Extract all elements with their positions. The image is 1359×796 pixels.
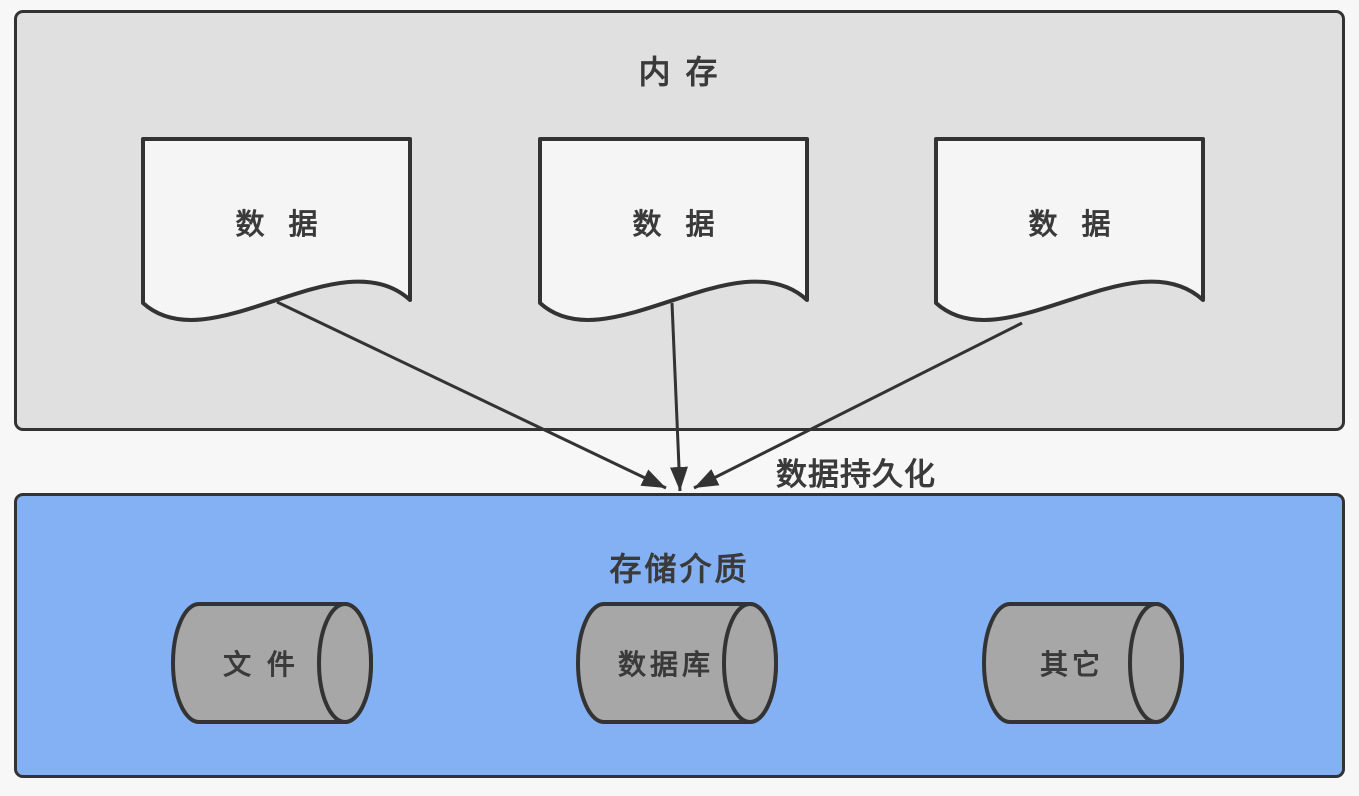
document-label: 数 据 bbox=[235, 209, 326, 241]
cylinder-label: 其它 bbox=[1039, 649, 1104, 680]
cylinder-label: 文 件 bbox=[223, 649, 299, 680]
document-shape-3: 数 据 bbox=[933, 136, 1206, 336]
memory-container: 内 存 数 据 数 据 数 据 bbox=[14, 10, 1345, 431]
cylinder-icon bbox=[982, 602, 1184, 724]
document-outline bbox=[934, 137, 1205, 322]
document-icon bbox=[141, 137, 412, 322]
storage-title: 存储介质 bbox=[609, 551, 750, 587]
document-outline bbox=[141, 137, 412, 322]
cylinder-database: 数据库 bbox=[552, 601, 782, 725]
document-shape-1: 数 据 bbox=[140, 136, 413, 336]
document-shape-2: 数 据 bbox=[537, 136, 810, 336]
cylinder-rim bbox=[1128, 602, 1184, 724]
cylinder-rim bbox=[317, 602, 373, 724]
cylinder-rim bbox=[722, 602, 778, 724]
document-label: 数 据 bbox=[1028, 209, 1119, 241]
persistence-label: 数据持久化 bbox=[776, 457, 936, 492]
memory-title: 内 存 bbox=[638, 54, 721, 90]
cylinder-file: 文 件 bbox=[147, 601, 377, 725]
cylinder-icon bbox=[171, 602, 373, 724]
storage-container: 存储介质 文 件 数据库 其它 bbox=[14, 493, 1345, 778]
cylinder-other: 其它 bbox=[958, 601, 1188, 725]
cylinder-icon bbox=[576, 602, 778, 724]
cylinder-label: 数据库 bbox=[617, 649, 714, 680]
document-icon bbox=[934, 137, 1205, 322]
document-label: 数 据 bbox=[632, 209, 723, 241]
